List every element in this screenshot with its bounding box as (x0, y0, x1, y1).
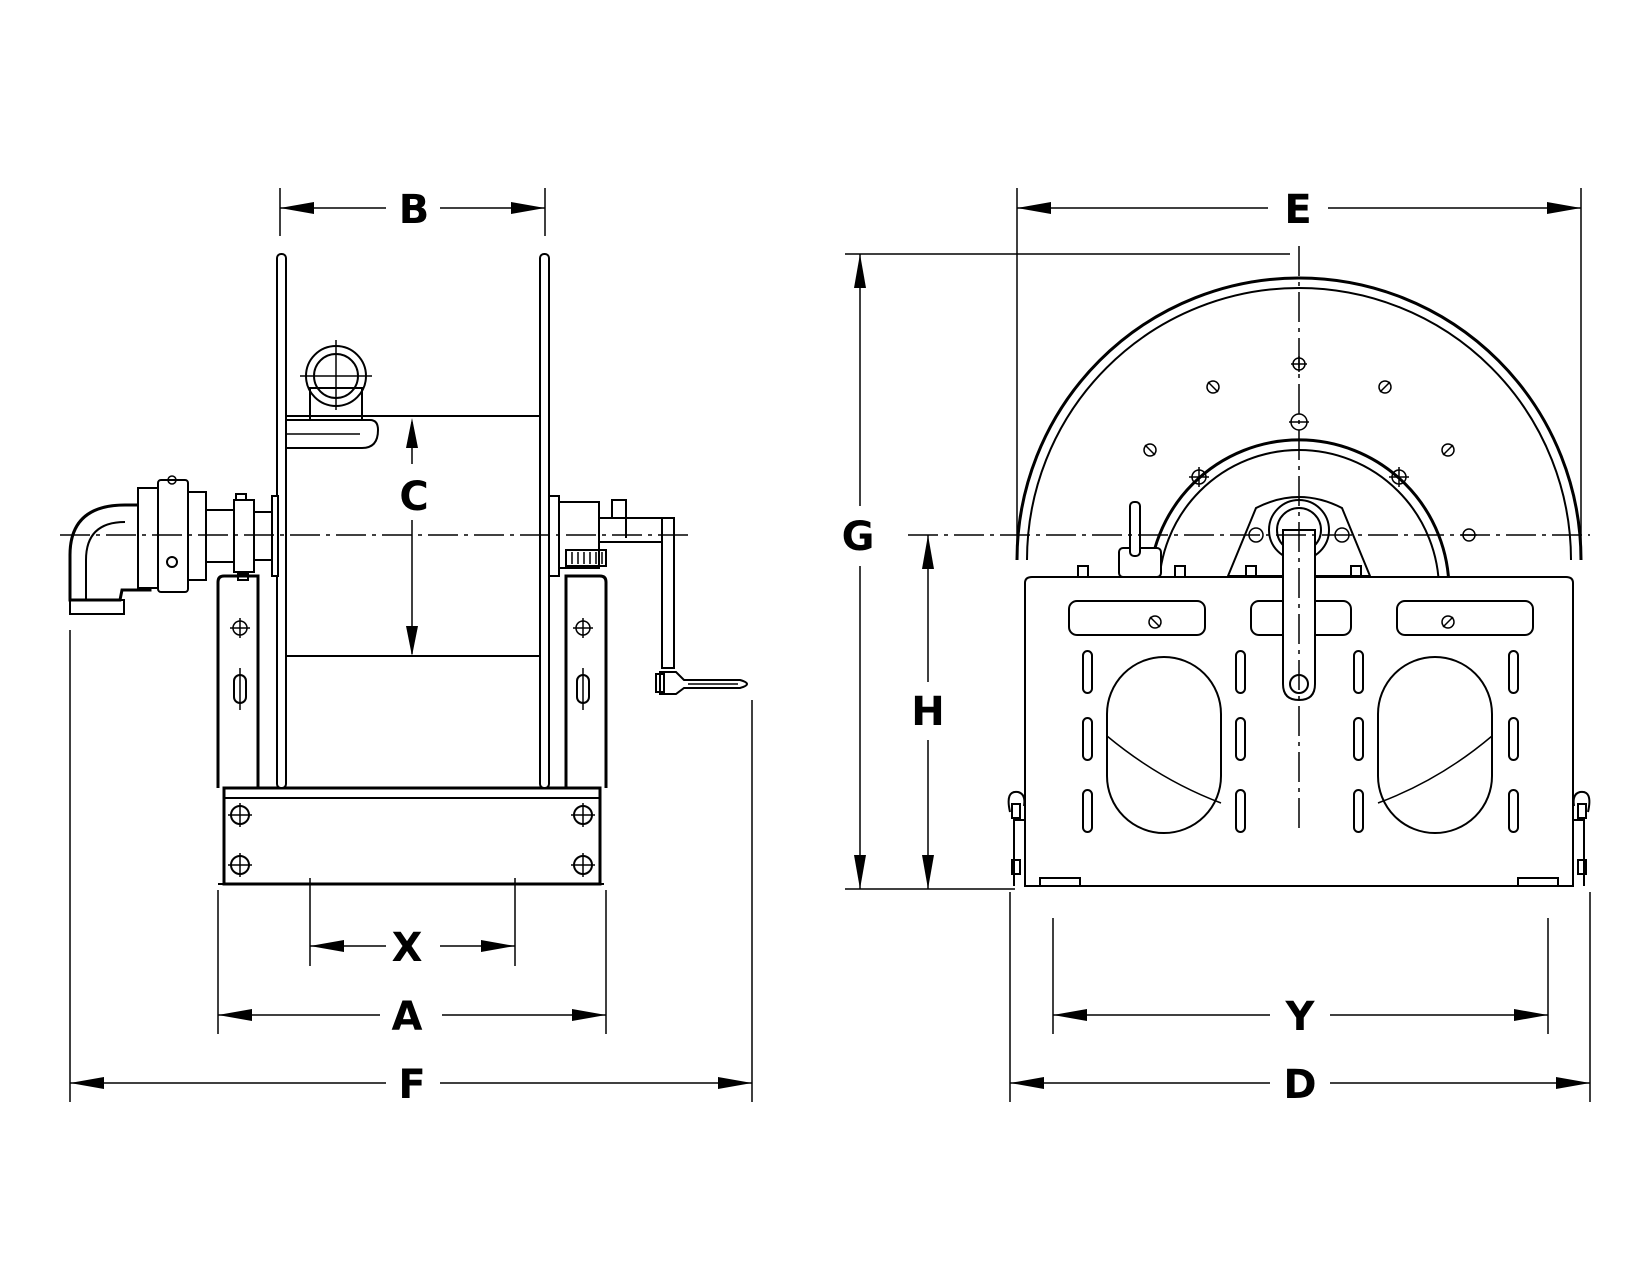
dimension-lines (69, 188, 1591, 1102)
side-hose-outlet (286, 340, 380, 449)
side-left-upright (216, 574, 260, 788)
dimension-label-f: F (398, 1062, 425, 1108)
dimension-label-a: A (392, 994, 423, 1040)
side-view (60, 253, 748, 886)
dimension-label-y: Y (1285, 994, 1316, 1040)
front-outer-flange (1015, 276, 1583, 561)
dimension-label-x: X (392, 925, 423, 971)
dimension-label-c: C (399, 474, 428, 520)
side-drum (286, 415, 540, 657)
side-crank-handle (548, 495, 748, 695)
dimension-label-d: D (1283, 1062, 1316, 1108)
dimension-label-e: E (1284, 187, 1311, 233)
dimension-label-group: B C X A F E G H Y D (392, 187, 1317, 1108)
front-side-brackets (1007, 790, 1591, 886)
dimension-label-b: B (399, 187, 430, 233)
side-base-frame (218, 786, 604, 886)
side-right-flange (539, 253, 550, 789)
front-view (908, 246, 1591, 887)
side-right-upright (564, 574, 608, 788)
dimension-label-h: H (911, 689, 944, 735)
side-inlet-swivel (68, 475, 279, 615)
dimension-label-g: G (842, 514, 875, 560)
